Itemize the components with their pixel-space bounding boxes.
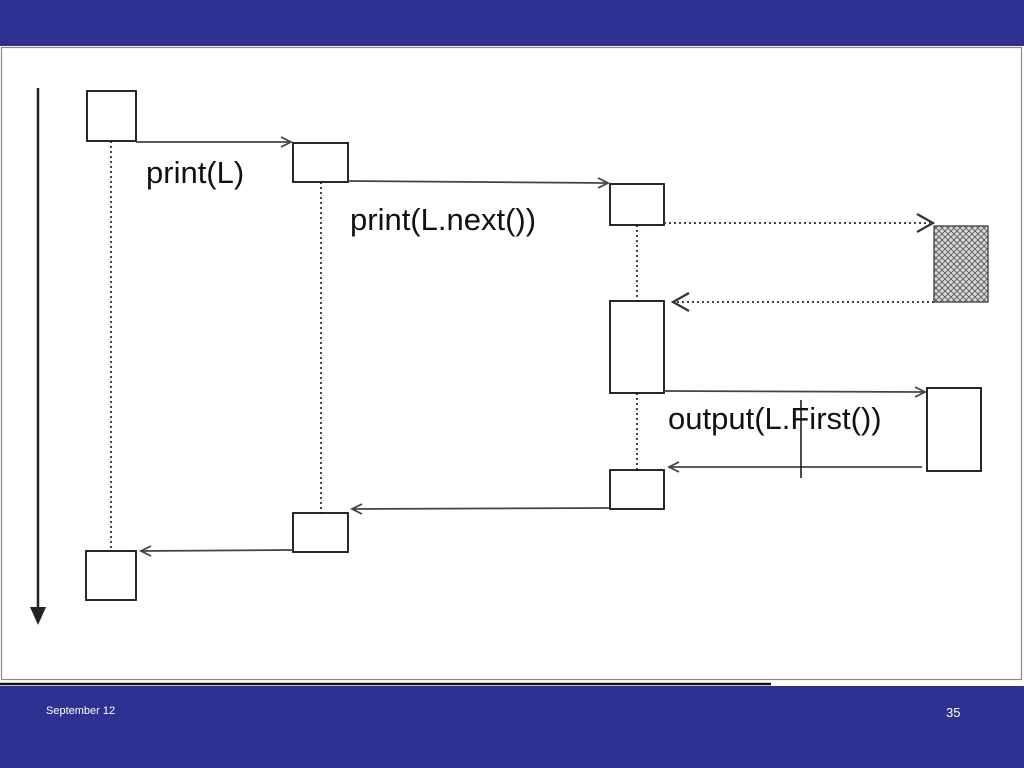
message-label-print-L-next: print(L.next()) bbox=[350, 202, 536, 237]
activation-box-shaded bbox=[933, 225, 989, 303]
arrow-return-obj2 bbox=[138, 545, 294, 557]
time-axis-arrow bbox=[30, 88, 46, 625]
page-number: 35 bbox=[946, 705, 961, 720]
top-band bbox=[0, 0, 1024, 46]
slide-frame bbox=[0, 46, 1023, 681]
arrow-return-obj3 bbox=[349, 503, 611, 515]
activation-box-obj4 bbox=[926, 387, 982, 472]
arrow-print-L-next bbox=[347, 177, 611, 189]
message-label-print-L: print(L) bbox=[146, 155, 244, 190]
activation-box-obj3-bottom bbox=[609, 469, 665, 510]
arrow-print-L bbox=[136, 136, 294, 148]
activation-box-obj3-top bbox=[609, 183, 665, 226]
sequence-diagram: print(L) print(L.next()) output(L.First(… bbox=[0, 46, 1023, 686]
activation-box-obj3-middle bbox=[609, 300, 665, 394]
arrow-output-L-first bbox=[663, 386, 928, 398]
message-label-output-L-first: output(L.First()) bbox=[668, 401, 882, 436]
arrow-dotted-call bbox=[664, 213, 936, 233]
footer-date: September 12 bbox=[46, 705, 116, 717]
activation-box-obj2-top bbox=[292, 142, 349, 183]
activation-box-obj1-bottom bbox=[85, 550, 137, 601]
arrow-dotted-return bbox=[670, 292, 934, 312]
activation-box-obj1-top bbox=[86, 90, 137, 142]
activation-box-obj2-bottom bbox=[292, 512, 349, 553]
arrow-return-obj4 bbox=[666, 461, 922, 473]
slide-content: print(L) print(L.next()) output(L.First(… bbox=[0, 46, 1024, 686]
